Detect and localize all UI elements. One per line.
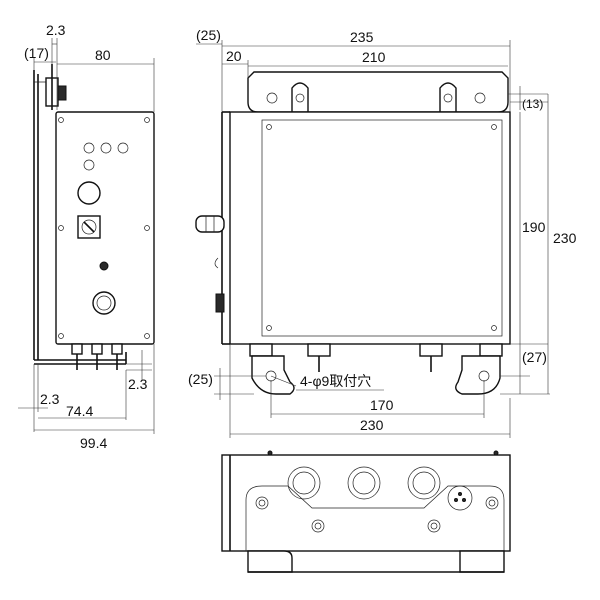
dim-front-base-width: 230	[360, 417, 384, 433]
indicator-lamp	[83, 159, 95, 171]
door-key	[195, 215, 225, 233]
dim-side-left-thickness: 2.3	[40, 391, 60, 407]
dim-side-total-depth: 99.4	[80, 435, 107, 451]
dim-front-inset: 20	[226, 48, 242, 64]
front-top-mount-plate	[247, 71, 509, 113]
dim-front-bottom-mount-width: 170	[370, 397, 394, 413]
dim-side-depth: 80	[95, 47, 111, 63]
dim-front-bottom-offset: (25)	[188, 371, 213, 387]
front-view	[195, 71, 511, 395]
side-enclosure-body	[55, 111, 155, 345]
dim-side-offset: (17)	[24, 45, 49, 61]
bottom-connector	[447, 485, 473, 511]
gland-hole	[347, 466, 381, 500]
front-bottom-tab-right	[455, 355, 501, 395]
dim-front-bottom-tab: (27)	[522, 349, 547, 365]
bottom-foot-right	[459, 550, 505, 573]
dim-side-top-thickness: 2.3	[46, 22, 66, 38]
dim-front-body-height: 190	[522, 219, 546, 235]
mount-hole	[474, 92, 486, 104]
bottom-view	[221, 450, 511, 573]
dim-side-base-depth: 74.4	[66, 403, 93, 419]
dim-front-top-tab: (13)	[522, 97, 543, 111]
push-button	[77, 181, 101, 205]
cable-gland-small	[99, 261, 109, 271]
indicator-lamp	[100, 142, 112, 154]
note-mounting-holes: 4-φ9取付穴	[300, 373, 371, 389]
side-view	[33, 64, 155, 370]
front-enclosure-body	[229, 111, 511, 345]
round-connector	[92, 291, 116, 315]
dim-front-total-height: 230	[553, 230, 577, 246]
dim-front-offset-left: (25)	[196, 27, 221, 43]
indicator-lamp	[83, 142, 95, 154]
gland-hole	[407, 466, 441, 500]
front-bottom-tab-left	[251, 355, 295, 395]
bottom-enclosure-outline	[221, 454, 511, 552]
gland-hole	[287, 466, 321, 500]
dim-side-bottom-thickness: 2.3	[128, 376, 148, 392]
bottom-foot-left	[247, 550, 293, 573]
front-cover-panel	[261, 119, 503, 337]
front-view-dimensions: (25) 235 20 210 (13) 190 230 (27) (25) 4…	[188, 27, 577, 438]
dim-front-mount-width: 210	[362, 49, 386, 65]
dim-front-total-width: 235	[350, 29, 374, 45]
side-latch	[215, 293, 225, 313]
mount-hole	[266, 92, 278, 104]
indicator-lamp	[117, 142, 129, 154]
side-view-dimensions: 2.3 (17) 80 2.3 2.3 74.4 99.4	[18, 22, 155, 451]
